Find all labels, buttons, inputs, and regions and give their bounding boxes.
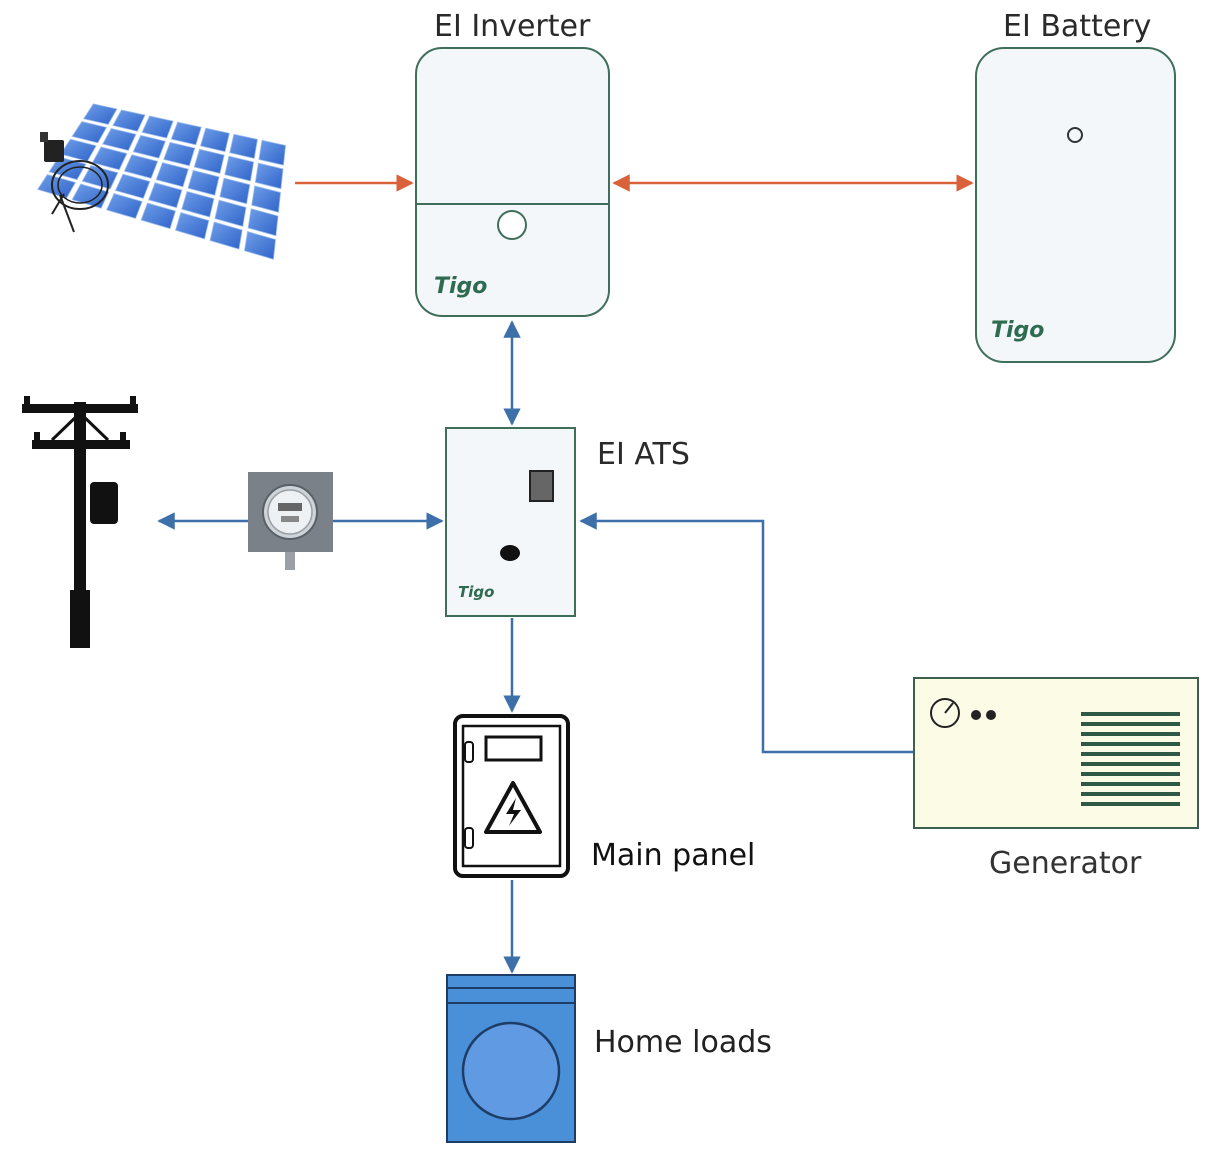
solar-cell (214, 199, 247, 227)
solar-cell (114, 173, 151, 199)
main-panel-label: Main panel (591, 838, 756, 873)
generator-label: Generator (989, 846, 1142, 881)
solar-cell (91, 146, 128, 171)
solar-cell (209, 221, 243, 250)
battery-status-light (1067, 127, 1083, 143)
utility-pole-icon (22, 396, 138, 648)
solar-cell (106, 193, 143, 219)
solar-cell (155, 162, 189, 188)
solar-cell (251, 185, 281, 213)
generator-vent (1081, 722, 1180, 726)
ats-label: EI ATS (597, 437, 690, 472)
inverter-label: EI Inverter (434, 9, 591, 44)
solar-cell (254, 162, 284, 190)
solar-cell (112, 109, 146, 132)
solar-cell (102, 128, 137, 151)
ats-brand-logo: Tigo (458, 583, 494, 601)
solar-cell (175, 212, 210, 240)
generator-to-ats-arrow (579, 512, 913, 754)
solar-cell (181, 190, 215, 218)
electrical-panel-icon (453, 714, 570, 878)
solar-cell (148, 182, 183, 209)
ats-device: Tigo (445, 427, 576, 617)
ats-indicator-light (500, 545, 520, 561)
generator-vent (1081, 762, 1180, 766)
generator-vent (1081, 732, 1180, 736)
generator-icon (913, 677, 1199, 829)
solar-panel-icon (37, 103, 286, 260)
washing-machine-icon (446, 974, 576, 1143)
electric-meter-icon (248, 472, 333, 570)
solar-cell (37, 174, 76, 199)
solar-cell (83, 103, 118, 125)
solar-cell (170, 121, 202, 146)
generator-vent (1081, 742, 1180, 746)
battery-device: Tigo (975, 47, 1176, 363)
solar-cell (132, 134, 166, 159)
solar-cell (224, 155, 255, 182)
generator-vent (1081, 712, 1180, 716)
solar-cell (219, 177, 251, 205)
solar-cell (258, 139, 286, 166)
generator-vent (1081, 782, 1180, 786)
inverter-brand-logo: Tigo (434, 274, 487, 299)
solar-cell (187, 169, 220, 196)
inverter-status-light (497, 210, 527, 240)
solar-cell (247, 208, 279, 237)
generator-dial (930, 698, 960, 728)
solar-cell (71, 121, 108, 144)
generator-vent (1081, 802, 1180, 806)
battery-label: EI Battery (1003, 9, 1152, 44)
solar-cell (71, 183, 110, 209)
solar-cell (140, 202, 176, 230)
solar-cell (123, 154, 159, 179)
solar-cell (229, 133, 258, 159)
solar-cell (60, 138, 97, 162)
generator-vent (1081, 752, 1180, 756)
generator-vent (1081, 792, 1180, 796)
home-loads-label: Home loads (594, 1025, 772, 1060)
solar-cell (193, 148, 225, 174)
solar-cell (141, 115, 174, 139)
solar-cell (163, 141, 196, 167)
inverter-device: Tigo (415, 47, 610, 317)
battery-brand-logo: Tigo (991, 318, 1044, 343)
solar-cell (244, 231, 276, 260)
generator-vent (1081, 772, 1180, 776)
solar-cell (199, 127, 230, 153)
ats-display (529, 470, 554, 502)
